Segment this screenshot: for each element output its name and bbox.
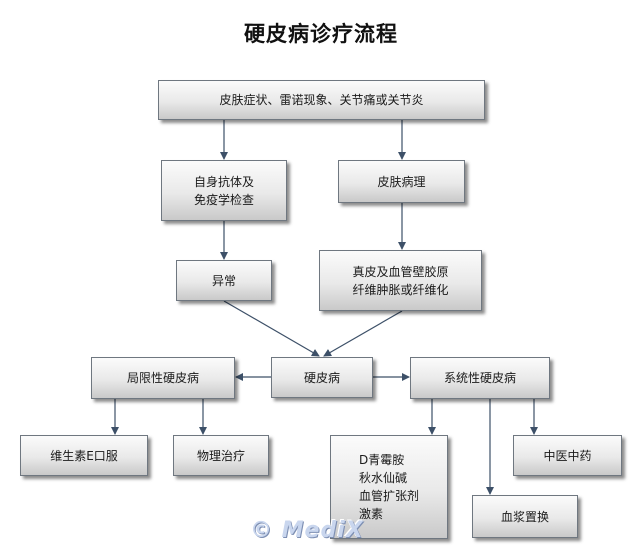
- node-localized: 局限性硬皮病: [91, 357, 235, 399]
- node-systemic: 系统性硬皮病: [410, 357, 550, 399]
- node-fibrosis: 真皮及血管壁胶原 纤维肿胀或纤维化: [319, 250, 482, 311]
- node-physio: 物理治疗: [173, 435, 269, 476]
- node-plasma: 血浆置换: [472, 495, 578, 538]
- node-symptoms: 皮肤症状、雷诺现象、关节痛或关节炎: [158, 80, 485, 120]
- node-skin-pathology: 皮肤病理: [338, 160, 465, 203]
- node-scleroderma: 硬皮病: [271, 357, 373, 398]
- node-drugs: D青霉胺 秋水仙碱 血管扩张剂 激素: [330, 435, 448, 539]
- node-tcm: 中医中药: [513, 435, 622, 476]
- diagram-title: 硬皮病诊疗流程: [244, 22, 398, 46]
- node-autoantibody: 自身抗体及 免疫学检查: [161, 160, 287, 221]
- watermark: © MediX: [250, 518, 364, 543]
- arrow-abnormal-scleroderma: [223, 300, 320, 357]
- arrow-fibrosis-scleroderma: [323, 310, 403, 357]
- node-abnormal: 异常: [176, 260, 272, 301]
- node-vitamin-e: 维生素E口服: [20, 435, 148, 476]
